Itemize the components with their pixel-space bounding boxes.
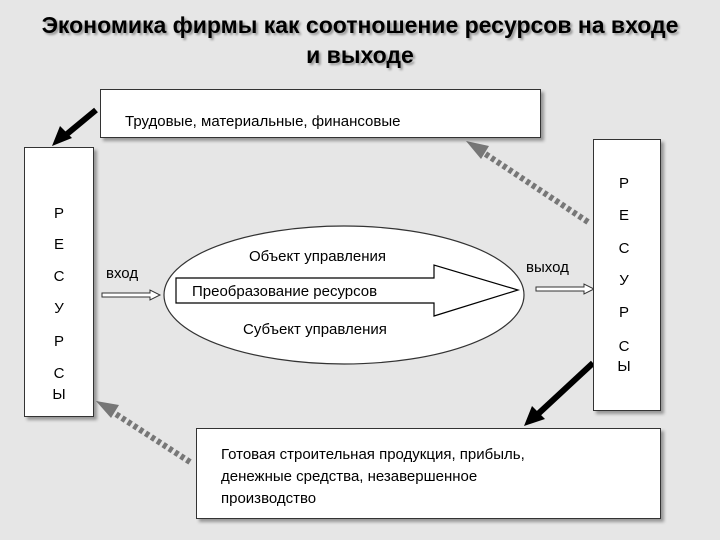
resources-left-letter: Р xyxy=(53,205,64,222)
label-input: вход xyxy=(106,265,139,282)
label-output: выход xyxy=(526,259,569,276)
object-label: Объект управления xyxy=(249,248,387,265)
input-resources-text: Трудовые, материальные, финансовые xyxy=(125,113,401,130)
output-text-line: Готовая строительная продукция, прибыль, xyxy=(221,446,525,463)
feedback-arrow-bottom xyxy=(96,401,192,465)
input-resources-box: Трудовые, материальные, финансовые xyxy=(100,89,541,138)
subject-label: Субъект управления xyxy=(243,321,387,338)
process-arrow xyxy=(175,264,521,317)
resources-right-letter: Е xyxy=(618,207,629,224)
resources-left-letter: Ы xyxy=(52,386,66,403)
resources-right-box: Р Е С У Р С Ы xyxy=(593,139,661,411)
feedback-arrow-top xyxy=(466,141,590,225)
resources-left-letter: С xyxy=(53,268,65,285)
resources-left-box: Р Е С У Р С Ы xyxy=(24,147,94,417)
output-arrow xyxy=(535,283,596,295)
input-arrow xyxy=(101,289,162,301)
resources-right-letter: У xyxy=(619,272,629,289)
resources-left-letter: У xyxy=(54,300,64,317)
output-text-line: производство xyxy=(221,490,317,507)
output-results-box: Готовая строительная продукция, прибыль,… xyxy=(196,428,661,519)
title-line-1: Экономика фирмы как соотношение ресурсов… xyxy=(41,12,679,38)
resources-left-letter: С xyxy=(53,365,65,382)
resources-right-letter: Р xyxy=(618,175,629,192)
resources-left-letter: Р xyxy=(53,333,64,350)
resources-right-letter: С xyxy=(618,338,630,355)
output-text-line: денежные средства, незавершенное xyxy=(221,468,478,485)
resources-right-letter: Ы xyxy=(617,358,631,375)
arrow-to-left-resources xyxy=(52,107,98,146)
diagram-title: Экономика фирмы как соотношение ресурсов… xyxy=(0,10,720,70)
title-line-2: и выходе xyxy=(306,42,414,68)
resources-right-letter: С xyxy=(618,240,630,257)
arrow-to-output-box xyxy=(524,360,596,426)
process-label: Преобразование ресурсов xyxy=(192,283,378,300)
resources-right-letter: Р xyxy=(618,304,629,321)
resources-left-letter: Е xyxy=(53,236,64,253)
